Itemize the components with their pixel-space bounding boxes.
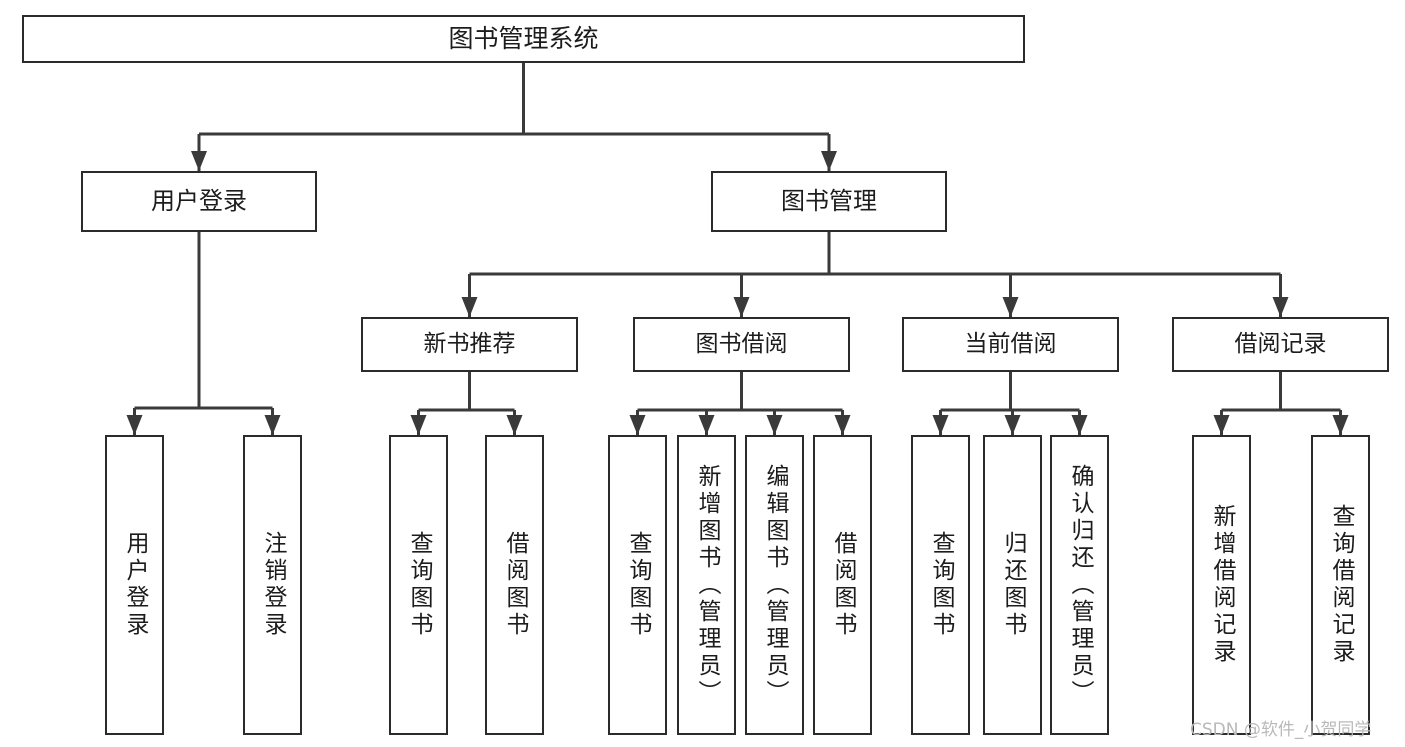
arrowhead-leaf-return-book — [1004, 415, 1021, 435]
node-cur-borrow[interactable]: 当前借阅 — [902, 317, 1119, 372]
arrowhead-leaf-add-book — [698, 415, 715, 435]
node-leaf-query-book-3[interactable]: 查询图书 — [911, 435, 970, 735]
arrowhead-leaf-edit-book — [766, 415, 783, 435]
arrowhead-leaf-query-book-1 — [410, 415, 427, 435]
node-user-login[interactable]: 用户登录 — [81, 171, 317, 232]
arrowhead-leaf-query-book-3 — [932, 415, 949, 435]
arrowhead-book-manage — [821, 151, 837, 171]
arrowhead-new-book-rec — [461, 297, 478, 317]
arrowhead-book-borrow — [733, 297, 750, 317]
arrowhead-leaf-query-book-2 — [629, 415, 646, 435]
node-label-leaf-borrow-book-2: 借阅图书 — [830, 531, 856, 639]
node-label-borrow-log: 借阅记录 — [1234, 331, 1327, 358]
node-label-leaf-add-book: 新增图书（管理员） — [694, 463, 720, 707]
node-leaf-query-book-1[interactable]: 查询图书 — [389, 435, 448, 735]
node-label-book-borrow: 图书借阅 — [695, 331, 788, 358]
node-label-leaf-return-book: 归还图书 — [1000, 531, 1026, 639]
arrowhead-cur-borrow — [1002, 297, 1019, 317]
arrowhead-leaf-confirm-ret — [1071, 415, 1088, 435]
node-leaf-add-log[interactable]: 新增借阅记录 — [1192, 435, 1251, 735]
arrowhead-leaf-user-login — [126, 415, 143, 435]
node-root[interactable]: 图书管理系统 — [22, 15, 1025, 63]
arrowhead-borrow-log — [1272, 297, 1289, 317]
node-book-borrow[interactable]: 图书借阅 — [633, 317, 850, 372]
node-leaf-borrow-book-2[interactable]: 借阅图书 — [813, 435, 872, 735]
arrowhead-leaf-borrow-book-1 — [506, 415, 523, 435]
node-new-book-rec[interactable]: 新书推荐 — [361, 317, 578, 372]
node-leaf-return-book[interactable]: 归还图书 — [983, 435, 1042, 735]
node-label-cur-borrow: 当前借阅 — [964, 331, 1057, 358]
node-leaf-query-book-2[interactable]: 查询图书 — [608, 435, 667, 735]
node-label-new-book-rec: 新书推荐 — [423, 331, 516, 358]
node-book-manage[interactable]: 图书管理 — [711, 171, 947, 232]
node-label-leaf-user-logout: 注销登录 — [260, 531, 286, 639]
node-leaf-user-login[interactable]: 用户登录 — [105, 435, 164, 735]
watermark-text: CSDN @软件_小贺同学 — [1190, 720, 1372, 740]
arrowhead-user-login — [191, 151, 207, 171]
node-label-leaf-confirm-ret: 确认归还（管理员） — [1067, 463, 1093, 707]
node-leaf-add-book[interactable]: 新增图书（管理员） — [677, 435, 736, 735]
node-leaf-confirm-ret[interactable]: 确认归还（管理员） — [1050, 435, 1109, 735]
node-label-leaf-user-login: 用户登录 — [122, 531, 148, 639]
node-leaf-edit-book[interactable]: 编辑图书（管理员） — [745, 435, 804, 735]
node-label-leaf-add-log: 新增借阅记录 — [1209, 504, 1235, 666]
node-label-leaf-query-book-3: 查询图书 — [928, 531, 954, 639]
node-label-leaf-query-log: 查询借阅记录 — [1328, 504, 1354, 666]
arrowhead-leaf-borrow-book-2 — [834, 415, 851, 435]
node-label-leaf-query-book-2: 查询图书 — [625, 531, 651, 639]
node-label-root: 图书管理系统 — [448, 23, 599, 53]
node-label-user-login: 用户登录 — [151, 186, 247, 215]
node-borrow-log[interactable]: 借阅记录 — [1172, 317, 1389, 372]
node-label-leaf-borrow-book-1: 借阅图书 — [502, 531, 528, 639]
node-label-book-manage: 图书管理 — [781, 186, 877, 215]
arrowhead-leaf-user-logout — [264, 415, 281, 435]
node-leaf-user-logout[interactable]: 注销登录 — [243, 435, 302, 735]
arrowhead-leaf-query-log — [1332, 415, 1349, 435]
node-leaf-borrow-book-1[interactable]: 借阅图书 — [485, 435, 544, 735]
arrowhead-leaf-add-log — [1213, 415, 1230, 435]
node-label-leaf-query-book-1: 查询图书 — [406, 531, 432, 639]
node-label-leaf-edit-book: 编辑图书（管理员） — [762, 463, 788, 707]
node-leaf-query-log[interactable]: 查询借阅记录 — [1311, 435, 1370, 735]
